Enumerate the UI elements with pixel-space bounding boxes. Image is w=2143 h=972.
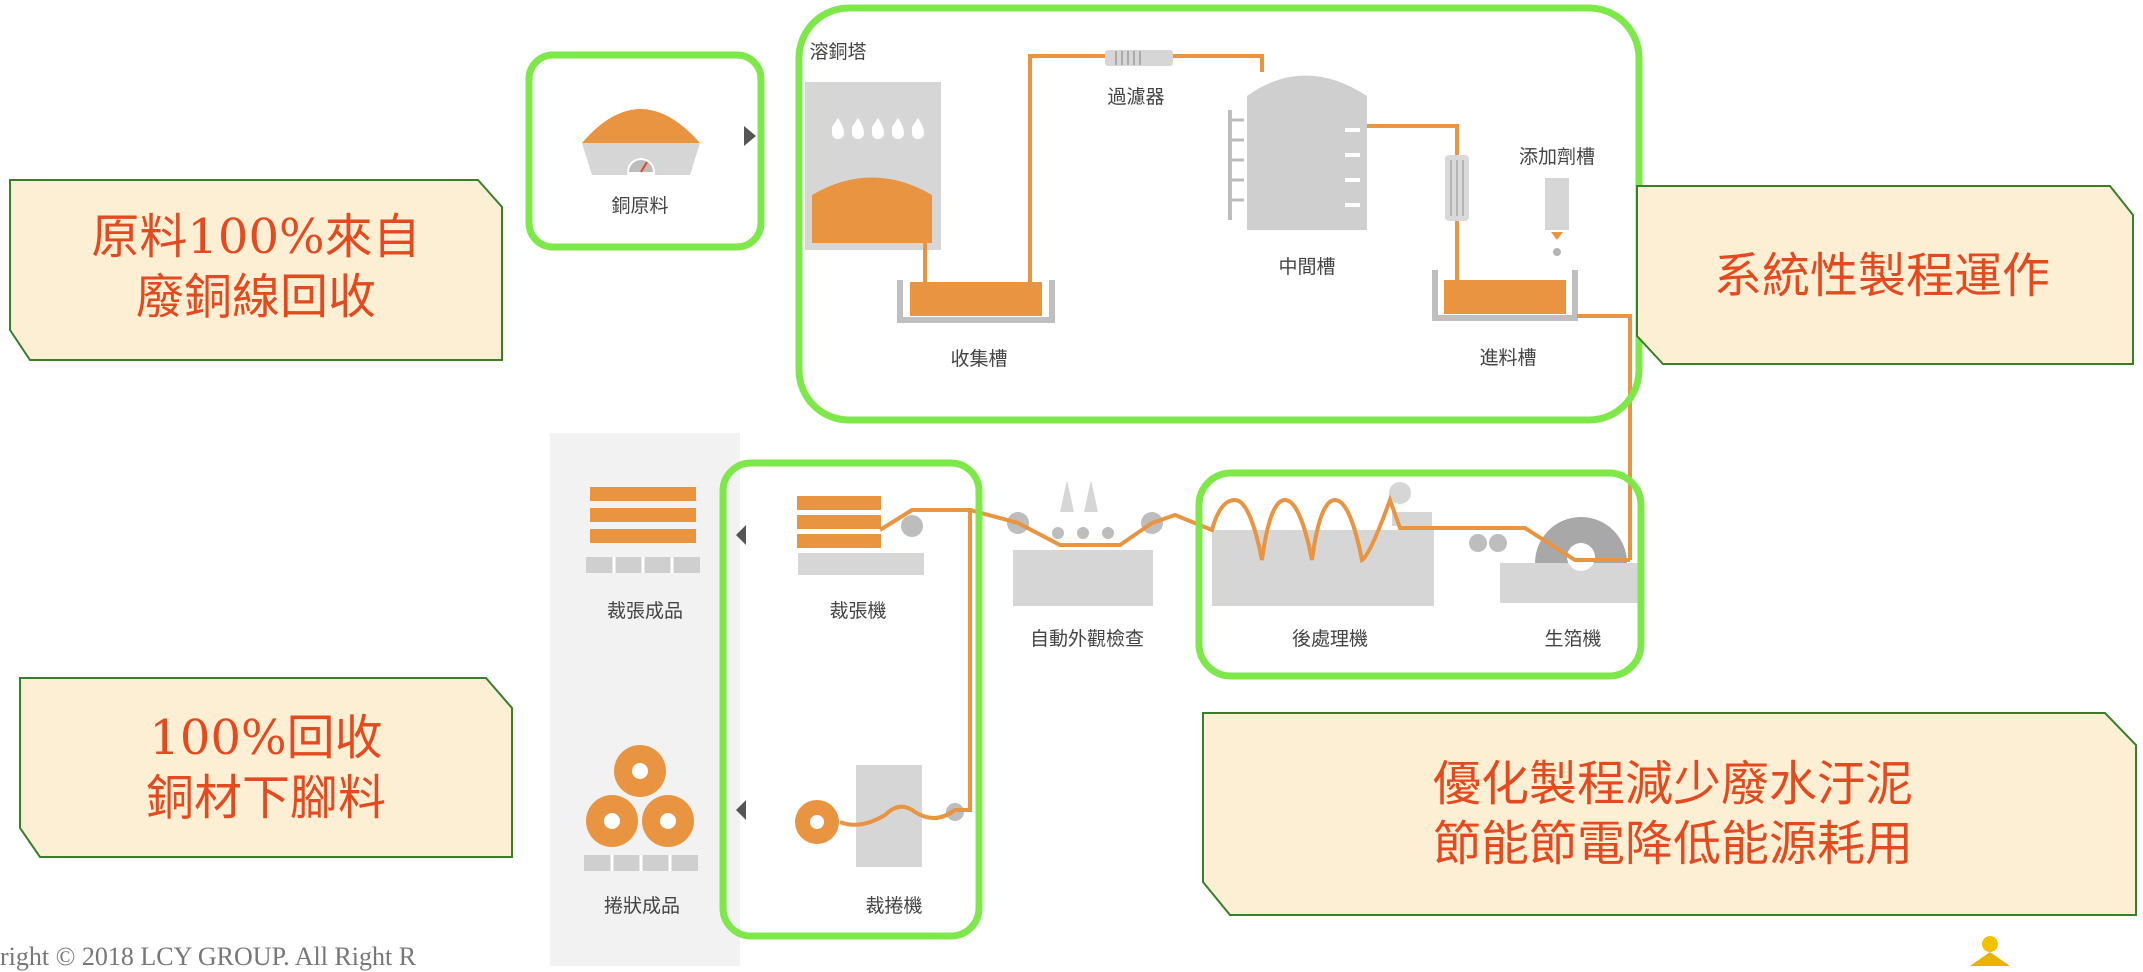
callout-raw-material: 原料100%來自 廢銅線回收 bbox=[9, 179, 503, 361]
highlight-frames bbox=[525, 4, 1645, 940]
callout-recycle: 100%回收 銅材下腳料 bbox=[19, 677, 513, 858]
callout-system-process-line-1: 系統性製程運作 bbox=[1714, 248, 2050, 304]
arrow-left-icon bbox=[736, 800, 746, 820]
label-dissolving-tower: 溶銅塔 bbox=[809, 41, 866, 63]
label-copper-raw: 銅原料 bbox=[611, 195, 668, 217]
roll-product: 捲狀成品 bbox=[584, 745, 698, 917]
label-intermediate-tank: 中間槽 bbox=[1278, 256, 1335, 278]
label-foil-machine: 生箔機 bbox=[1544, 628, 1601, 650]
callout-system-process: 系統性製程運作 bbox=[1636, 185, 2134, 365]
label-rewinding-machine: 裁捲機 bbox=[865, 895, 922, 917]
copyright-text: right © 2018 LCY GROUP. All Right R bbox=[0, 942, 417, 971]
callout-recycle-line-1: 100%回收 bbox=[149, 710, 382, 766]
label-feed-tank: 進料槽 bbox=[1479, 347, 1536, 369]
feed-tank: 進料槽 bbox=[1432, 270, 1578, 369]
highlight-slitting-column bbox=[719, 459, 983, 940]
label-filter: 過濾器 bbox=[1107, 86, 1164, 108]
arrow-left-icon bbox=[736, 525, 746, 545]
label-post-treatment: 後處理機 bbox=[1292, 628, 1368, 650]
label-slitting-machine: 裁張機 bbox=[829, 600, 886, 622]
rewinding-machine: 裁捲機 bbox=[795, 765, 964, 917]
label-roll-product: 捲狀成品 bbox=[604, 895, 680, 917]
label-auto-inspection: 自動外觀檢查 bbox=[1030, 628, 1144, 650]
slitting-machine: 裁張機 bbox=[797, 496, 924, 622]
callout-raw-material-line-2: 廢銅線回收 bbox=[136, 269, 376, 325]
slitting-product: 裁張成品 bbox=[586, 487, 700, 622]
filter: 過濾器 bbox=[1105, 50, 1173, 108]
callout-optimize-line-1: 優化製程減少廢水汙泥 bbox=[1433, 756, 1913, 812]
callout-optimize: 優化製程減少廢水汙泥 節能節電降低能源耗用 bbox=[1202, 712, 2137, 916]
callout-recycle-line-2: 銅材下腳料 bbox=[146, 770, 386, 826]
foil-path bbox=[839, 494, 1630, 827]
auto-inspection: 自動外觀檢查 bbox=[1007, 480, 1163, 650]
callout-raw-material-line-1: 原料100%來自 bbox=[91, 209, 420, 265]
label-collection-tank: 收集槽 bbox=[950, 348, 1007, 370]
copper-raw-material: 銅原料 bbox=[582, 109, 756, 217]
dissolving-tower: 溶銅塔 bbox=[805, 41, 941, 250]
post-treatment: 後處理機 bbox=[1212, 482, 1434, 650]
label-additive-tank: 添加劑槽 bbox=[1519, 146, 1595, 168]
foil-machine: 生箔機 bbox=[1469, 517, 1643, 650]
collection-tank: 收集槽 bbox=[897, 280, 1055, 370]
callout-optimize-line-2: 節能節電降低能源耗用 bbox=[1433, 816, 1913, 872]
arrow-right-icon bbox=[744, 126, 756, 146]
label-slitting-product: 裁張成品 bbox=[607, 600, 683, 622]
company-logo bbox=[1970, 936, 2010, 966]
highlight-post-treatment bbox=[1195, 469, 1645, 680]
inline-filter bbox=[1445, 155, 1469, 221]
highlight-raw-material bbox=[525, 51, 765, 251]
additive-tank: 添加劑槽 bbox=[1519, 146, 1595, 256]
intermediate-tank: 中間槽 bbox=[1228, 75, 1367, 278]
